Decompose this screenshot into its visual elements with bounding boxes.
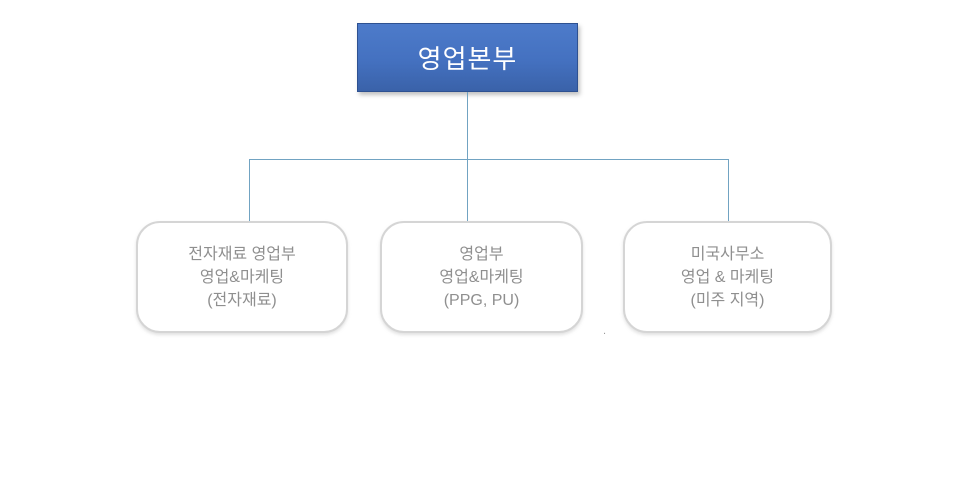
org-node-detail: (PPG, PU) [443, 291, 520, 309]
connector-left-drop [249, 159, 250, 221]
connector-root-drop [467, 92, 468, 221]
org-node-us-office: 미국사무소 영업 & 마케팅 (미주 지역) [623, 221, 832, 333]
org-node-title: 영업부 [459, 245, 504, 263]
org-node-root-label: 영업본부 [417, 44, 518, 74]
org-node-detail: (전자재료) [207, 291, 277, 309]
org-node-subtitle: 영업&마케팅 [199, 268, 285, 286]
connector-right-drop [728, 159, 729, 221]
org-node-sales-dept: 영업부 영업&마케팅 (PPG, PU) [380, 221, 583, 333]
stray-dot: . [603, 325, 607, 337]
org-node-subtitle: 영업&마케팅 [439, 268, 524, 286]
org-node-title: 전자재료 영업부 [188, 245, 296, 263]
org-node-subtitle: 영업 & 마케팅 [680, 268, 775, 286]
org-node-title: 미국사무소 [690, 245, 765, 263]
org-node-root: 영업본부 [357, 23, 578, 92]
org-node-detail: (미주 지역) [690, 291, 765, 309]
org-node-electronic-materials: 전자재료 영업부 영업&마케팅 (전자재료) [136, 221, 348, 333]
connector-horizontal [249, 159, 729, 160]
